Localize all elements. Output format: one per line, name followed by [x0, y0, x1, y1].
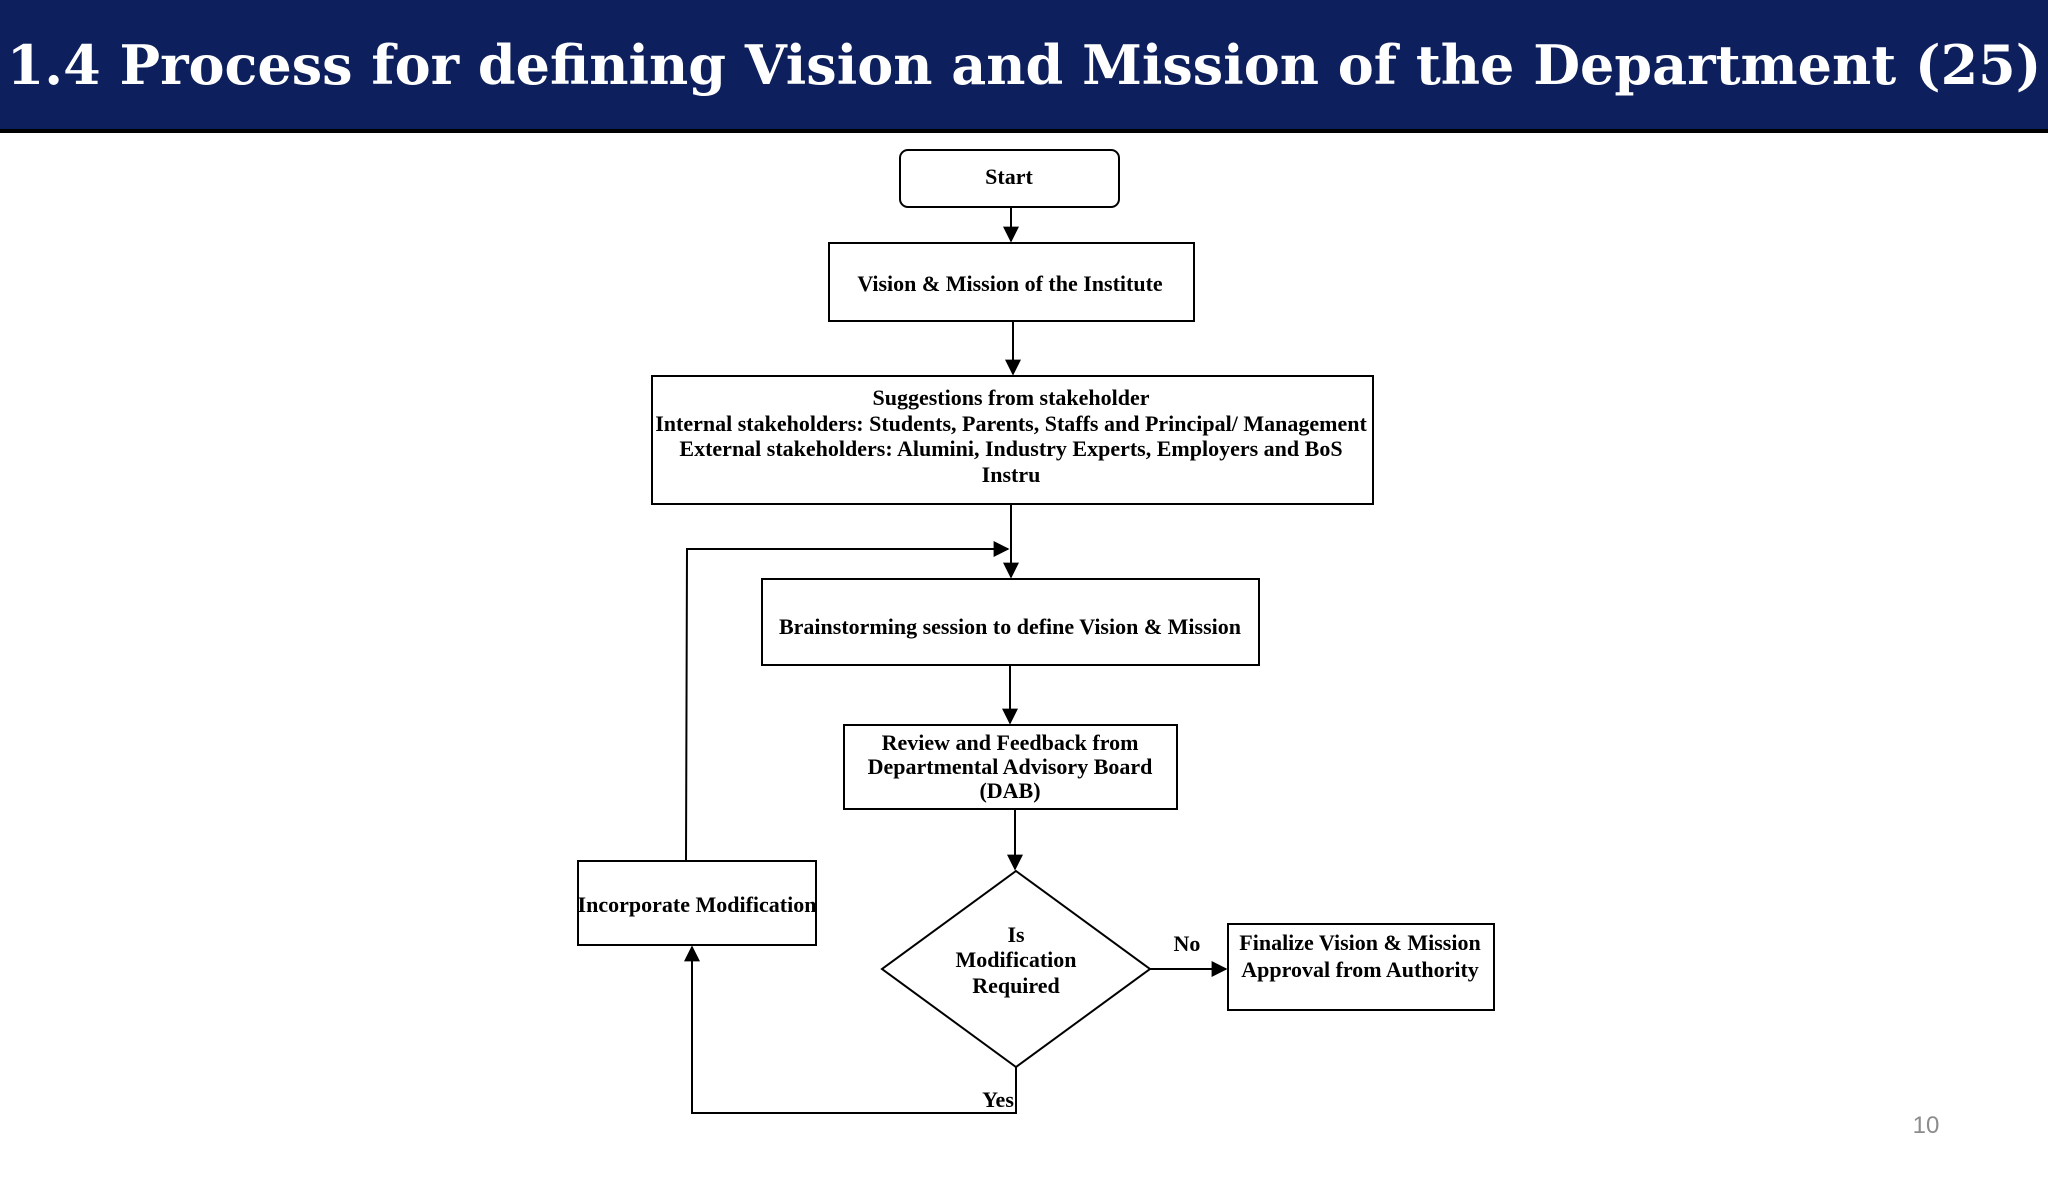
suggestions-box: [651, 375, 1374, 505]
edge-label-no: No: [1174, 931, 1201, 956]
vision-institute-label: Vision & Mission of the Institute: [857, 271, 1163, 296]
vision-institute-box: [828, 242, 1195, 322]
brainstorming-box: [761, 578, 1260, 666]
suggestions-line-1: Suggestions from stakeholder: [872, 385, 1149, 410]
review-box: [843, 724, 1178, 810]
start-label: Start: [985, 164, 1033, 189]
start-terminal: [899, 149, 1120, 208]
slide-title: 1.4 Process for defining Vision and Miss…: [6, 32, 2042, 97]
review-line-3: (DAB): [979, 778, 1040, 803]
decision-line-1: Is: [1007, 922, 1025, 947]
finalize-line-2: Approval from Authority: [1241, 957, 1479, 982]
review-line-1: Review and Feedback from: [882, 730, 1139, 755]
edge-label-yes: Yes: [982, 1087, 1014, 1112]
slide-title-bar: 1.4 Process for defining Vision and Miss…: [0, 0, 2048, 133]
brainstorming-label: Brainstorming session to define Vision &…: [779, 614, 1241, 639]
decision-line-2: Modification: [956, 947, 1077, 972]
suggestions-line-3: External stakeholders: Alumini, Industry…: [679, 436, 1342, 461]
finalize-box: [1227, 923, 1495, 1011]
page-number: 10: [1912, 1112, 1940, 1139]
finalize-line-1: Finalize Vision & Mission: [1239, 930, 1480, 955]
decision-line-3: Required: [972, 973, 1060, 998]
incorporate-box: [577, 860, 817, 946]
incorporate-label: Incorporate Modification: [578, 892, 817, 917]
arrow-incorporate-loop-to-brainstorming: [685, 541, 1010, 862]
suggestions-line-4: Instru: [982, 462, 1041, 487]
suggestions-line-2: Internal stakeholders: Students, Parents…: [655, 411, 1367, 436]
review-line-2: Departmental Advisory Board: [868, 754, 1153, 779]
arrow-decision-yes-to-incorporate: [684, 945, 1017, 1114]
